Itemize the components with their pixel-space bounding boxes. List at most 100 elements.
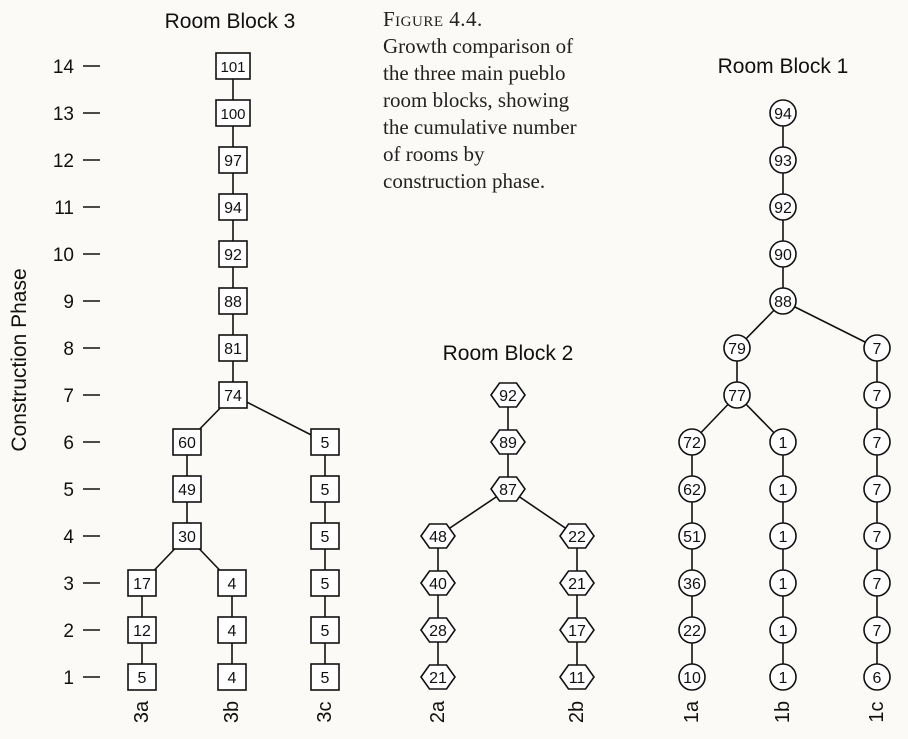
room-count-value: 92 <box>499 388 517 405</box>
room-count-node: 49 <box>172 475 202 503</box>
room-count-value: 97 <box>224 153 242 170</box>
room-count-node: 7 <box>863 381 891 409</box>
phase-tick-label: 6 <box>63 433 74 454</box>
room-count-value: 1 <box>779 576 788 593</box>
room-count-value: 79 <box>728 341 746 358</box>
room-count-node: 6 <box>863 663 891 691</box>
room-count-node: 94 <box>218 193 248 221</box>
room-count-value: 5 <box>321 670 330 687</box>
column-label: 2b <box>566 701 588 723</box>
room-count-value: 93 <box>774 153 792 170</box>
room-count-value: 5 <box>321 623 330 640</box>
room-count-value: 92 <box>224 247 242 264</box>
room-count-node: 100 <box>215 99 251 127</box>
room-count-node: 81 <box>218 334 248 362</box>
room-count-value: 17 <box>133 576 151 593</box>
room-count-node: 21 <box>420 664 456 690</box>
room-count-value: 72 <box>683 435 701 452</box>
column-label: 3b <box>221 701 243 723</box>
room-count-node: 1 <box>769 663 797 691</box>
room-count-node: 22 <box>678 616 706 644</box>
room-count-node: 74 <box>218 381 248 409</box>
room-count-value: 74 <box>224 388 242 405</box>
figure-caption: Figure 4.4. Growth comparison of the thr… <box>383 6 633 195</box>
room-count-value: 4 <box>228 576 237 593</box>
room-count-node: 92 <box>218 240 248 268</box>
room-count-node: 5 <box>310 428 340 456</box>
room-count-node: 93 <box>769 146 797 174</box>
room-count-value: 28 <box>429 623 447 640</box>
room-count-value: 7 <box>873 482 882 499</box>
column-label: 3a <box>131 700 153 723</box>
room-count-value: 77 <box>728 388 746 405</box>
room-count-value: 101 <box>220 59 245 76</box>
room-count-value: 62 <box>683 482 701 499</box>
room-count-value: 81 <box>224 341 242 358</box>
room-count-node: 4 <box>217 569 247 597</box>
room-count-value: 5 <box>321 576 330 593</box>
room-count-value: 94 <box>774 106 792 123</box>
room-count-node: 92 <box>769 193 797 221</box>
figure-label: Figure 4.4. <box>383 7 483 31</box>
room-count-node: 5 <box>127 663 157 691</box>
room-count-node: 60 <box>172 428 202 456</box>
caption-line: room blocks, showing <box>383 88 570 112</box>
room-count-node: 40 <box>420 570 456 596</box>
room-count-value: 90 <box>774 247 792 264</box>
room-count-node: 28 <box>420 617 456 643</box>
room-count-value: 22 <box>683 623 701 640</box>
room-count-node: 88 <box>218 287 248 315</box>
room-count-node: 7 <box>863 475 891 503</box>
room-count-value: 51 <box>683 529 701 546</box>
column-label: 1c <box>866 701 888 722</box>
room-count-value: 21 <box>429 670 447 687</box>
room-count-value: 21 <box>568 576 586 593</box>
room-count-value: 100 <box>220 106 245 123</box>
room-count-node: 10 <box>678 663 706 691</box>
room-count-node: 72 <box>678 428 706 456</box>
room-count-value: 1 <box>779 482 788 499</box>
room-count-node: 1 <box>769 475 797 503</box>
column-label: 1b <box>772 701 794 723</box>
room-count-node: 1 <box>769 428 797 456</box>
room-count-node: 17 <box>559 617 595 643</box>
room-count-node: 97 <box>218 146 248 174</box>
room-count-value: 7 <box>873 529 882 546</box>
room-count-node: 1 <box>769 522 797 550</box>
room-count-node: 30 <box>172 522 202 550</box>
room-count-node: 7 <box>863 616 891 644</box>
room-count-value: 60 <box>178 435 196 452</box>
column-label: 1a <box>681 700 703 723</box>
room-count-node: 17 <box>127 569 157 597</box>
room-count-node: 7 <box>863 334 891 362</box>
room-nodes: 5121744455555530496074818892949710010121… <box>127 52 891 691</box>
room-count-node: 79 <box>723 334 751 362</box>
room-count-node: 7 <box>863 428 891 456</box>
room-count-node: 88 <box>769 287 797 315</box>
room-count-node: 5 <box>310 475 340 503</box>
room-count-node: 51 <box>678 522 706 550</box>
room-count-node: 4 <box>217 663 247 691</box>
room-count-value: 94 <box>224 200 242 217</box>
room-count-value: 89 <box>499 435 517 452</box>
room-count-node: 90 <box>769 240 797 268</box>
room-count-node: 7 <box>863 569 891 597</box>
phase-tick-label: 10 <box>53 245 74 266</box>
room-count-value: 1 <box>779 623 788 640</box>
connector-line <box>232 394 326 443</box>
room-count-value: 22 <box>568 529 586 546</box>
room-count-value: 87 <box>499 482 517 499</box>
caption-line: the cumulative number <box>383 115 577 139</box>
room-count-value: 92 <box>774 200 792 217</box>
room-count-node: 62 <box>678 475 706 503</box>
room-count-value: 17 <box>568 623 586 640</box>
room-count-node: 5 <box>310 522 340 550</box>
room-count-node: 1 <box>769 569 797 597</box>
room-count-node: 21 <box>559 570 595 596</box>
caption-line: Growth comparison of <box>383 34 574 58</box>
room-count-value: 48 <box>429 529 447 546</box>
phase-tick-label: 1 <box>63 668 74 689</box>
phase-tick-label: 7 <box>63 386 74 407</box>
